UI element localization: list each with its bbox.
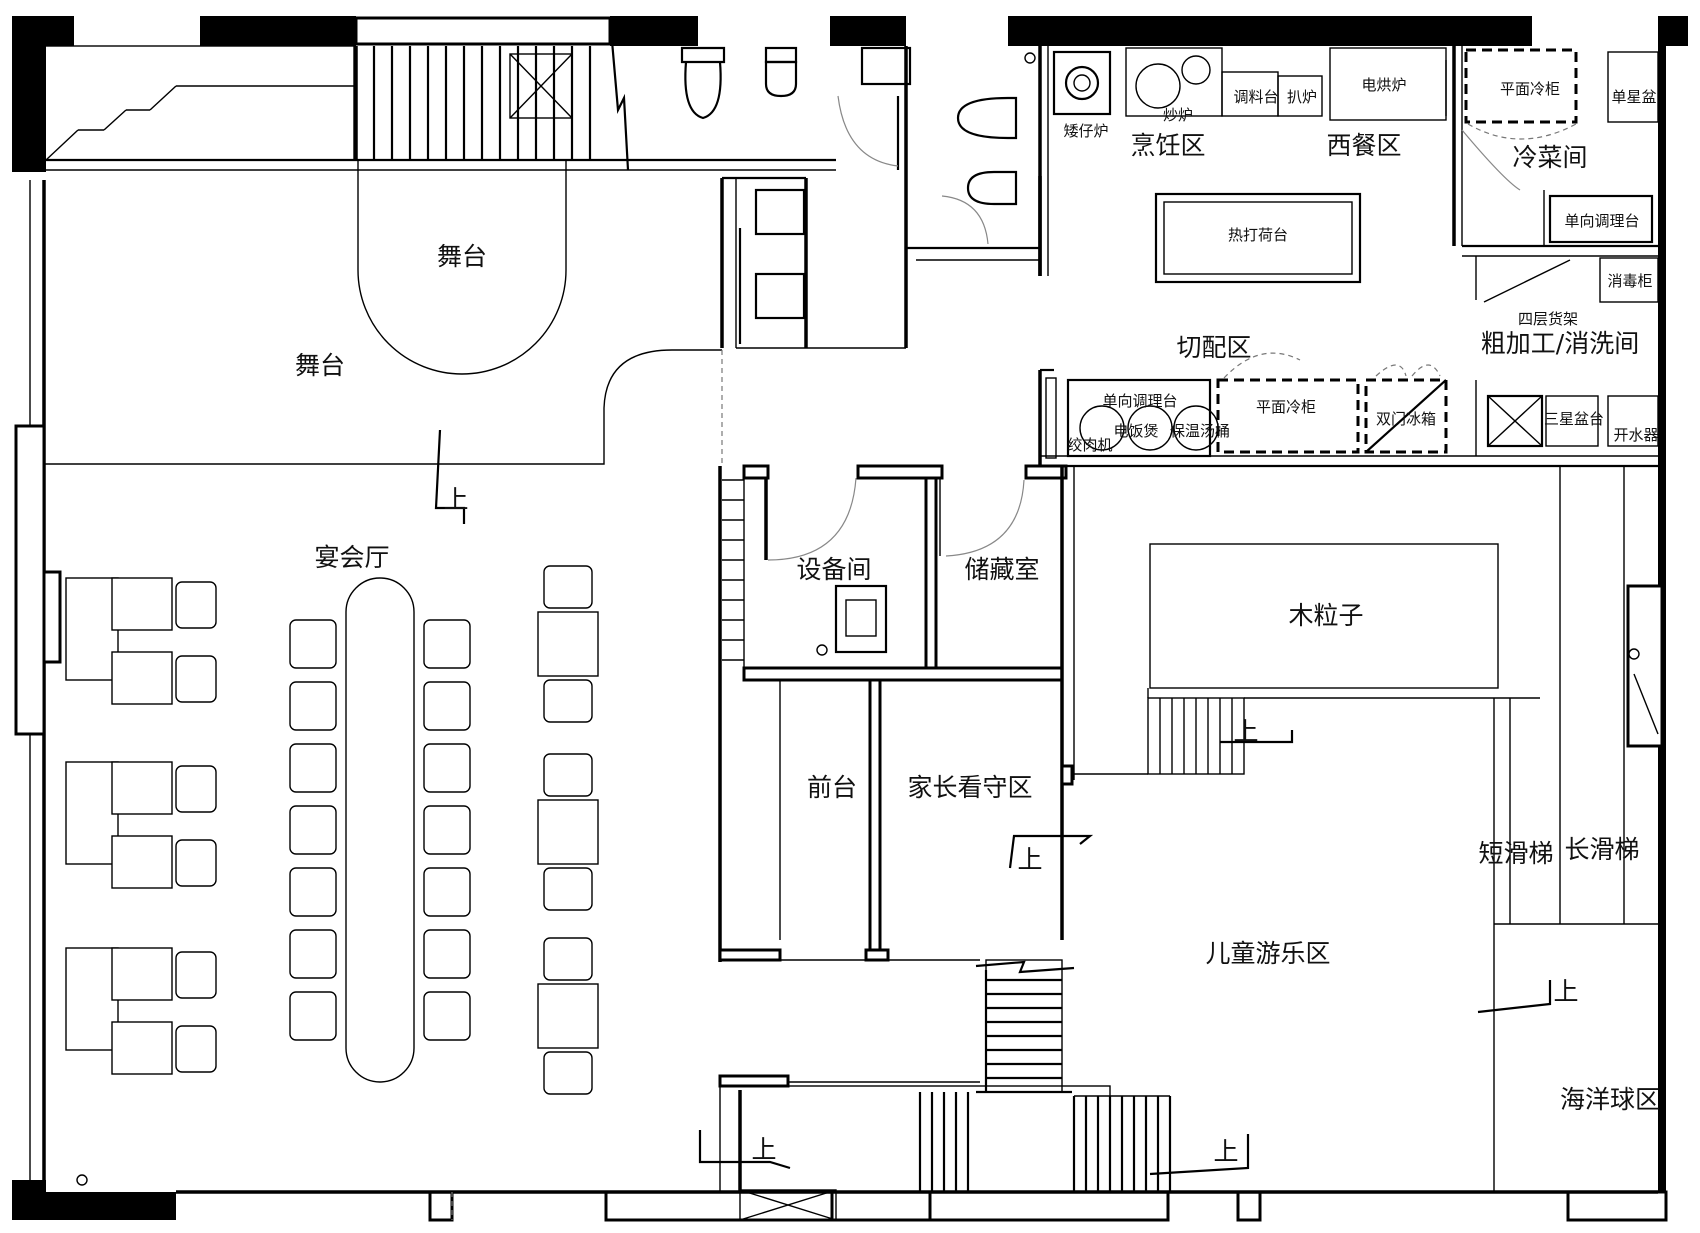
cooking-area-label: 烹饪区	[1130, 131, 1205, 160]
flat-freezer-label: 平面冷柜	[1500, 80, 1560, 98]
flat-freezer-label-2: 平面冷柜	[1256, 398, 1316, 416]
water-boiler-label: 开水器	[1613, 426, 1658, 444]
top-left-stair	[43, 17, 836, 171]
disinfect-cabinet-label: 消毒柜	[1607, 272, 1652, 290]
up-label: 上	[443, 485, 468, 514]
ocean-ball-area-label: 海洋球区	[1560, 1085, 1660, 1114]
center-stairs	[719, 959, 1172, 1221]
up-label: 上	[1017, 845, 1042, 874]
banquet-chairs-right	[423, 619, 471, 1041]
long-banquet-table	[345, 577, 415, 1083]
stage-label-2: 舞台	[295, 351, 345, 380]
toilet-icon	[956, 96, 1018, 140]
one-way-prep-label-2: 单向调理台	[1102, 392, 1177, 410]
double-fridge-label: 双门冰箱	[1376, 410, 1436, 428]
sink-icon	[754, 272, 806, 320]
short-slide-label: 短滑梯	[1478, 839, 1553, 868]
toilet-icon	[680, 46, 726, 120]
soup-warmer-icon	[1127, 405, 1173, 451]
front-desk-label: 前台	[807, 773, 857, 802]
cutting-area-label: 切配区	[1176, 333, 1251, 362]
rough-processing-label: 粗加工/消洗间	[1481, 329, 1639, 358]
wok-icon	[1135, 63, 1181, 109]
booth-seats	[65, 577, 217, 1075]
exterior-walls	[12, 16, 1688, 1222]
up-label: 上	[1553, 977, 1578, 1006]
stage-label: 舞台	[437, 242, 487, 271]
rice-cooker-icon	[1079, 405, 1125, 451]
sink-icon	[754, 188, 806, 236]
seasoning-table-label: 调料台	[1233, 88, 1278, 106]
storage-room-label: 储藏室	[964, 555, 1039, 584]
equipment-room-label: 设备间	[796, 555, 871, 584]
wood-pellets-label: 木粒子	[1288, 601, 1363, 630]
western-area-label: 西餐区	[1326, 131, 1401, 160]
up-label: 上	[1213, 1137, 1238, 1166]
wall-ticks	[722, 479, 744, 661]
grill-stove-label: 扒炉	[1287, 88, 1317, 106]
parent-area-label: 家长看守区	[907, 773, 1032, 802]
up-label: 上	[751, 1135, 776, 1164]
restroom-area	[680, 46, 1042, 349]
kids-zone	[1074, 466, 1662, 1192]
long-slide-label: 长滑梯	[1564, 835, 1639, 864]
four-seat-tables	[537, 565, 599, 1095]
kids-play-area-label: 儿童游乐区	[1205, 939, 1330, 968]
cold-dish-room-label: 冷菜间	[1512, 143, 1587, 172]
room-labels: 舞台 舞台 上 宴会厅 设备间 储藏室 木粒子 上 前台 家长看守区 上 短滑梯…	[295, 131, 1660, 1166]
triple-sink-label: 三星盆台	[1544, 410, 1604, 428]
heat-counter-label: 热打荷台	[1228, 226, 1288, 244]
one-way-prep-label: 单向调理台	[1564, 212, 1639, 230]
meat-grinder-label: 绞肉机	[1067, 436, 1112, 454]
up-arrows	[434, 429, 1552, 1176]
rice-cooker-label: 电饭煲	[1113, 422, 1158, 440]
toilet-icon	[966, 170, 1018, 206]
banquet-chairs-left	[289, 619, 337, 1041]
banquet-hall-label: 宴会厅	[314, 543, 389, 572]
wok-stove-label: 炒炉	[1163, 106, 1193, 124]
center-rooms	[718, 464, 1075, 1088]
toilet-icon	[764, 46, 798, 64]
wood-pellet-pit	[1149, 543, 1499, 689]
four-layer-shelf-label: 四层货架	[1518, 310, 1578, 328]
equipment-labels: 矮仔炉 炒炉 调料台 扒炉 电烘炉 平面冷柜 单星盆 热打荷台 单向调理台 消毒…	[1063, 76, 1658, 454]
banquet-furniture	[65, 565, 599, 1186]
stove-icon	[1064, 65, 1100, 101]
electric-oven-label: 电烘炉	[1361, 76, 1406, 94]
stage-banquet-walls	[44, 160, 723, 1220]
soup-warmer-label: 保温汤桶	[1170, 422, 1230, 440]
up-label: 上	[1233, 717, 1258, 746]
sink-icon	[860, 46, 912, 86]
low-stove-label: 矮仔炉	[1063, 122, 1108, 140]
single-sink-label: 单星盆	[1611, 88, 1656, 106]
kitchen	[1024, 46, 1662, 468]
